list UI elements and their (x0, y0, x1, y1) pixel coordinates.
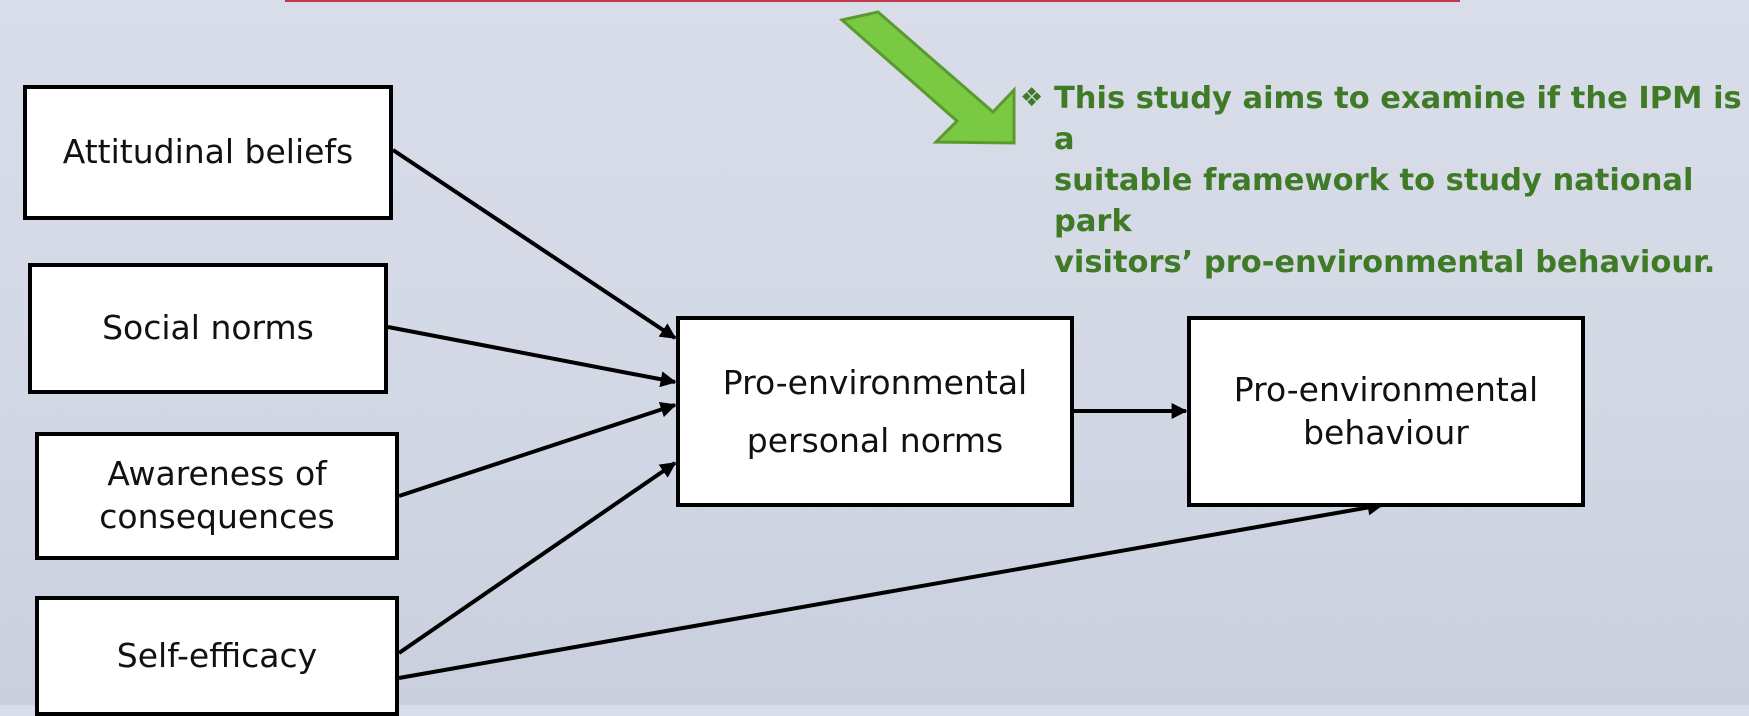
node-label: Awareness of consequences (99, 454, 335, 536)
green-arrow-icon (838, 10, 1016, 145)
edge-awareness-to-personal-norms (398, 401, 677, 498)
node-label: Self-efficacy (116, 635, 318, 675)
node-label: Social norms (102, 308, 314, 348)
node-attitudinal-beliefs: Attitudinal beliefs (23, 85, 393, 220)
node-self-efficacy: Self-efficacy (35, 596, 399, 716)
edge-social-to-personal-norms (387, 325, 677, 388)
edge-attitudinal-to-personal-norms (391, 148, 677, 340)
edge-selfefficacy-to-personal-norms (397, 461, 677, 655)
diamond-bullet-icon: ❖ (1020, 83, 1044, 113)
node-label: Attitudinal beliefs (62, 132, 354, 172)
study-aim-text: This study aims to examine if the IPM is… (1054, 81, 1742, 280)
node-pro-environmental-personal-norms: Pro-environmental personal norms (676, 316, 1074, 507)
edge-selfefficacy-to-behaviour (398, 499, 1384, 680)
node-pro-environmental-behaviour: Pro-environmental behaviour (1187, 316, 1585, 507)
top-divider (285, 0, 1460, 2)
node-social-norms: Social norms (28, 263, 388, 394)
node-label: Pro-environmental personal norms (722, 362, 1028, 460)
node-label: Pro-environmental behaviour (1233, 369, 1539, 452)
node-awareness-of-consequences: Awareness of consequences (35, 432, 399, 560)
study-aim-callout: ❖ This study aims to examine if the IPM … (1020, 78, 1749, 283)
